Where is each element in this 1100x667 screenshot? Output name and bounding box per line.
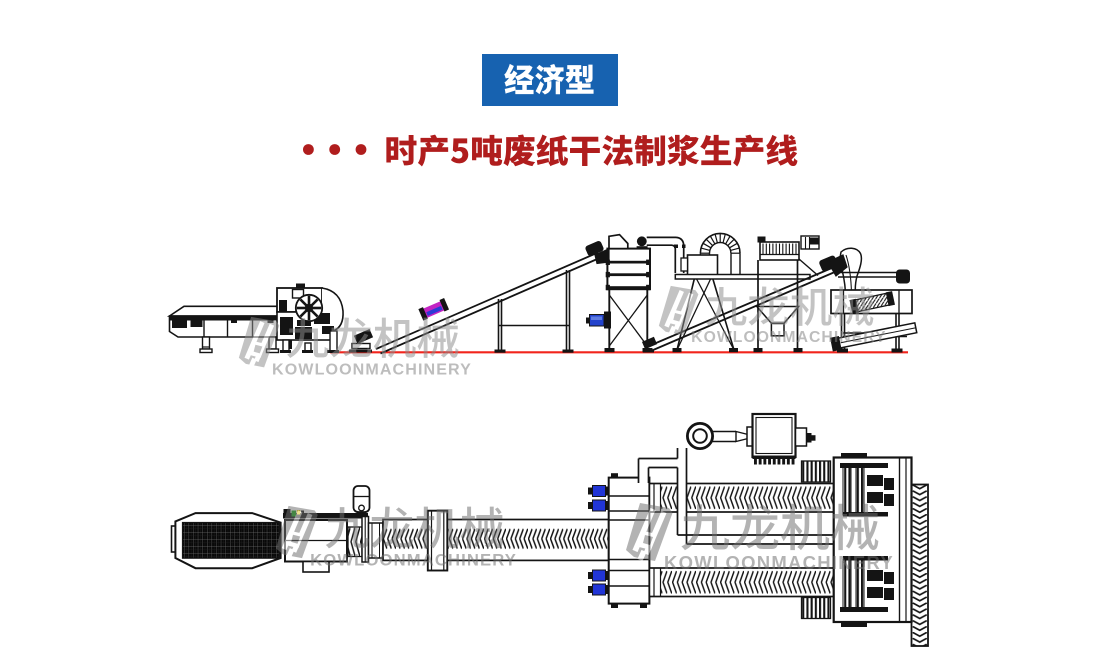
svg-text:KOWLOONMACHINERY: KOWLOONMACHINERY (272, 360, 472, 378)
svg-text:KOWLOONMACHINERY: KOWLOONMACHINERY (691, 329, 886, 346)
svg-text:KOWLOONMACHINERY: KOWLOONMACHINERY (664, 552, 894, 573)
svg-text:KOWLOONMACHINERY: KOWLOONMACHINERY (310, 550, 517, 569)
